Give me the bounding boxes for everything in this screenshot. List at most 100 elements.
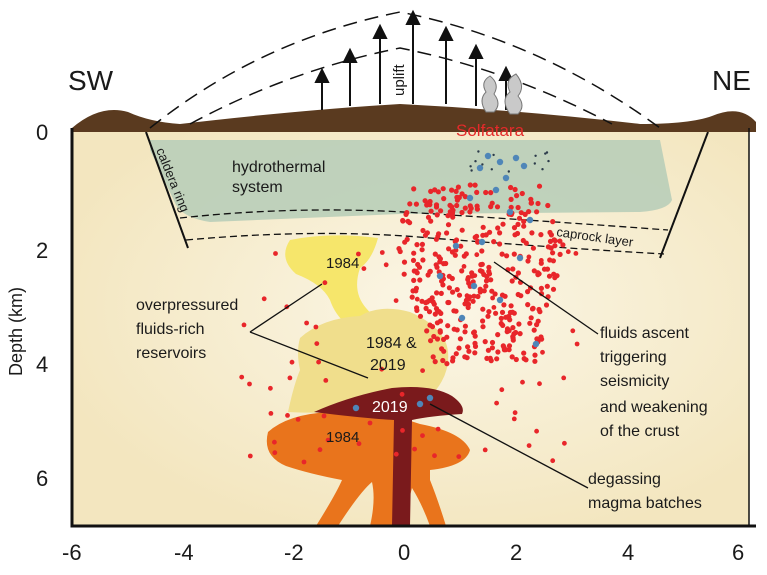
seismic-dot-red bbox=[560, 242, 566, 248]
seismic-dot-red bbox=[511, 416, 517, 422]
seismic-dot-red bbox=[510, 335, 516, 341]
seismic-dot-red bbox=[499, 251, 505, 257]
seismic-dot-red bbox=[472, 333, 478, 339]
seismic-dot-red bbox=[287, 375, 293, 381]
seismic-dot-red bbox=[486, 309, 492, 315]
seismic-dot-red bbox=[432, 453, 437, 459]
vent-dot bbox=[474, 160, 477, 163]
seismic-dot-red bbox=[472, 350, 478, 356]
seismic-dot-red bbox=[428, 188, 434, 194]
seismic-dot-red bbox=[314, 341, 320, 346]
seismic-dot-red bbox=[313, 324, 319, 330]
solfatara-label: Solfatara bbox=[456, 121, 525, 140]
seismic-dot-red bbox=[497, 230, 503, 236]
seismic-dot-red bbox=[444, 361, 450, 367]
seismic-dot-red bbox=[516, 321, 522, 327]
seismic-dot-red bbox=[420, 433, 425, 438]
seismic-dot-red bbox=[453, 351, 459, 357]
seismic-dot-red bbox=[503, 314, 509, 320]
seismic-dot-red bbox=[285, 413, 290, 418]
seismic-dot-red bbox=[414, 296, 420, 302]
seismic-dot-red bbox=[393, 451, 399, 457]
seismic-dot-red bbox=[428, 208, 434, 214]
seismic-dot-red bbox=[428, 338, 434, 344]
seismic-dot-red bbox=[515, 221, 521, 227]
seismic-dot-red bbox=[557, 251, 563, 257]
seismic-dot-red bbox=[574, 341, 580, 347]
seismicity-dots bbox=[239, 150, 580, 465]
seismic-dot-red bbox=[449, 187, 455, 193]
seismic-dot-red bbox=[462, 205, 468, 211]
seismic-dot-red bbox=[444, 230, 450, 236]
seismic-dot-blue bbox=[520, 162, 528, 170]
seismic-dot-red bbox=[434, 290, 440, 296]
vent-dot bbox=[541, 168, 544, 171]
seismic-dot-red bbox=[470, 298, 476, 304]
seismic-dot-red bbox=[532, 352, 538, 358]
seismic-dot-red bbox=[414, 307, 420, 313]
seismic-dot-red bbox=[432, 311, 438, 317]
seismic-dot-red bbox=[452, 238, 458, 245]
seismic-dot-red bbox=[485, 313, 491, 319]
seismic-dot-red bbox=[411, 277, 417, 283]
seismic-dot-red bbox=[484, 273, 490, 280]
seismic-dot-red bbox=[272, 450, 278, 456]
seismic-dot-red bbox=[424, 328, 430, 334]
seismic-dot-red bbox=[436, 231, 442, 237]
seismic-dot-red bbox=[530, 305, 536, 311]
seismic-dot-red bbox=[509, 278, 515, 284]
seismic-dot-red bbox=[521, 223, 527, 229]
seismic-dot-blue bbox=[470, 282, 478, 290]
seismic-dot-red bbox=[570, 328, 576, 334]
y-axis-label: Depth (km) bbox=[6, 287, 26, 376]
seismic-dot-red bbox=[454, 194, 460, 200]
seismic-dot-red bbox=[552, 238, 558, 244]
seismic-dot-red bbox=[472, 273, 478, 278]
x-tick-neg6: -6 bbox=[62, 540, 82, 565]
seismic-dot-red bbox=[426, 309, 433, 315]
seismic-dot-red bbox=[499, 309, 506, 315]
seismic-dot-red bbox=[512, 232, 518, 238]
seismic-dot-blue bbox=[496, 296, 504, 304]
seismic-dot-red bbox=[419, 298, 425, 304]
vent-dot bbox=[492, 153, 495, 157]
seismic-dot-red bbox=[399, 391, 405, 397]
x-tick-2: 2 bbox=[510, 540, 522, 565]
seismic-dot-red bbox=[522, 211, 528, 217]
x-tick-neg4: -4 bbox=[174, 540, 194, 565]
seismic-dot-red bbox=[500, 221, 506, 227]
seismic-dot-red bbox=[536, 183, 543, 189]
seismic-dot-red bbox=[289, 359, 295, 365]
seismic-dot-red bbox=[423, 305, 429, 311]
seismic-dot-red bbox=[544, 283, 550, 289]
seismic-dot-red bbox=[417, 313, 424, 319]
seismic-dot-red bbox=[419, 241, 425, 247]
seismic-dot-red bbox=[239, 374, 245, 380]
seismic-dot-red bbox=[459, 268, 465, 274]
seismic-dot-red bbox=[494, 400, 499, 406]
seismic-dot-red bbox=[438, 310, 444, 316]
seismic-dot-red bbox=[446, 273, 452, 279]
seismic-dot-red bbox=[401, 271, 407, 277]
seismic-dot-red bbox=[486, 264, 492, 270]
seismic-dot-red bbox=[417, 277, 423, 283]
seismic-dot-red bbox=[459, 209, 465, 216]
seismic-dot-red bbox=[413, 201, 419, 207]
seismic-dot-red bbox=[495, 349, 501, 355]
seismic-dot-red bbox=[488, 277, 494, 283]
seismic-dot-red bbox=[438, 290, 444, 296]
fluids-label-1: fluids ascent bbox=[600, 325, 689, 342]
seismic-dot-red bbox=[431, 333, 437, 340]
seismic-dot-red bbox=[557, 238, 563, 244]
seismic-dot-red bbox=[453, 188, 459, 194]
seismic-dot-red bbox=[401, 259, 408, 265]
vent-dot bbox=[469, 165, 472, 168]
hydrothermal-label-1: hydrothermal bbox=[232, 159, 325, 176]
seismic-dot-red bbox=[513, 329, 519, 336]
seismic-dot-red bbox=[295, 417, 301, 422]
overpressured-label-2: fluids-rich bbox=[136, 321, 204, 338]
overpressured-label-1: overpressured bbox=[136, 297, 238, 314]
seismic-dot-red bbox=[430, 354, 436, 360]
seismic-dot-red bbox=[434, 264, 440, 270]
seismic-dot-blue bbox=[516, 254, 524, 262]
